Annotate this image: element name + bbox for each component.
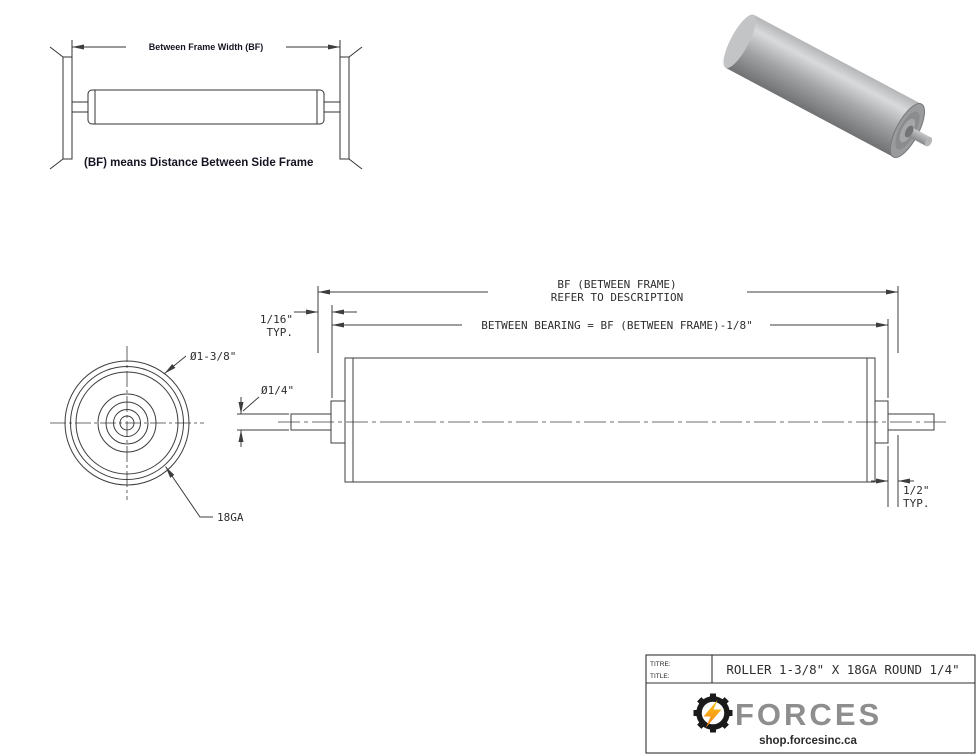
left-gap-dimension: 1/16" TYP. — [260, 309, 357, 339]
roller-side-view: BF (BETWEEN FRAME) REFER TO DESCRIPTION … — [237, 278, 948, 510]
bf-dimension: BF (BETWEEN FRAME) REFER TO DESCRIPTION — [317, 278, 899, 353]
roller-3d-render — [723, 14, 933, 158]
roller-body — [344, 357, 876, 483]
right-gap-dimension: 1/2" TYP. — [871, 435, 930, 510]
drawing-title: ROLLER 1-3/8" X 18GA ROUND 1/4" — [726, 662, 959, 677]
between-bearing-label: BETWEEN BEARING = BF (BETWEEN FRAME)-1/8… — [481, 319, 753, 332]
title-block-border — [645, 654, 976, 754]
gauge-label: 18GA — [217, 511, 244, 524]
inset-caption: (BF) means Distance Between Side Frame — [84, 157, 313, 169]
forces-logo: FORCES shop.forcesinc.ca — [693, 693, 882, 747]
title-label-fr: TITRE: — [650, 661, 671, 668]
shaft-diameter-label: Ø1/4" — [261, 384, 294, 397]
lightning-bolt-icon — [703, 700, 722, 728]
bf-inset-diagram: Between Frame Width (BF) (BF) means Dist… — [49, 40, 363, 170]
roller-end-view: Ø1-3/8" 18GA — [50, 346, 244, 524]
right-gap-label-line1: 1/2" — [903, 484, 930, 497]
left-gap-label-line2: TYP. — [267, 326, 294, 339]
title-label-en: TITLE: — [650, 673, 670, 680]
bf-label-line1: BF (BETWEEN FRAME) — [557, 278, 676, 291]
left-gap-label-line1: 1/16" — [260, 313, 293, 326]
title-block: TITRE: TITLE: ROLLER 1-3/8" X 18GA ROUND… — [645, 654, 976, 754]
inset-right-frame — [339, 46, 363, 170]
between-bearing-dimension: BETWEEN BEARING = BF (BETWEEN FRAME)-1/8… — [331, 305, 889, 398]
diameter-leader — [164, 355, 187, 374]
gear-lightning-icon — [693, 693, 733, 733]
inset-left-frame — [49, 46, 73, 170]
brand-website: shop.forcesinc.ca — [759, 735, 857, 747]
bf-label-line2: REFER TO DESCRIPTION — [551, 291, 683, 304]
brand-name: FORCES — [735, 697, 882, 732]
gauge-leader — [165, 466, 213, 518]
right-gap-label-line2: TYP. — [903, 497, 930, 510]
diameter-label: Ø1-3/8" — [190, 350, 236, 363]
shaft-diameter-dimension: Ø1/4" — [237, 384, 294, 447]
inset-dim-label: Between Frame Width (BF) — [149, 42, 263, 52]
inset-roller — [71, 89, 341, 125]
